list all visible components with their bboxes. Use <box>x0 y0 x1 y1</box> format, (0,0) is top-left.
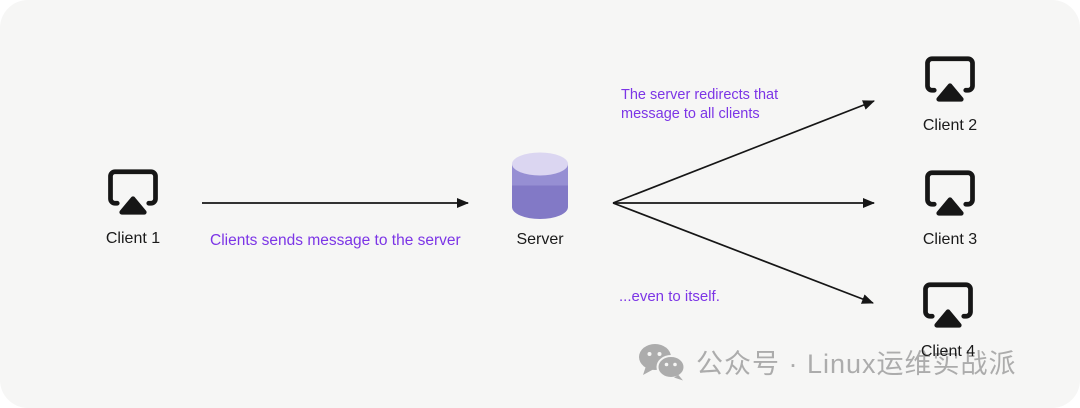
annotation-even-to-itself: ...even to itself. <box>619 288 720 305</box>
annotation-server-to-clients: The server redirects that message to all… <box>621 87 779 122</box>
airplay-display-icon <box>108 169 158 215</box>
client1-label: Client 1 <box>105 230 161 247</box>
client2-label: Client 2 <box>922 117 978 134</box>
arrow-server-to-client2 <box>612 100 875 204</box>
airplay-display-icon <box>923 282 973 328</box>
node-client2: Client 2 <box>919 52 981 135</box>
arrow-server-to-client4 <box>612 202 874 304</box>
airplay-display-icon <box>925 56 975 102</box>
node-client3: Client 3 <box>919 166 981 249</box>
node-client1: Client 1 <box>102 165 164 248</box>
client4-label: Client 4 <box>920 343 976 360</box>
annotation-client-to-server: Clients sends message to the server <box>210 232 461 249</box>
airplay-display-icon <box>925 170 975 216</box>
node-client4: Client 4 <box>917 278 979 361</box>
watermark-text: 公众号 · Linux运维实战派 <box>696 349 1017 379</box>
wechat-icon <box>639 343 686 380</box>
client3-label: Client 3 <box>922 231 978 248</box>
watermark: 公众号 · Linux运维实战派 <box>638 342 1017 381</box>
database-cylinder-icon <box>512 152 568 219</box>
server-label: Server <box>516 231 564 248</box>
node-server: Server <box>505 152 575 249</box>
